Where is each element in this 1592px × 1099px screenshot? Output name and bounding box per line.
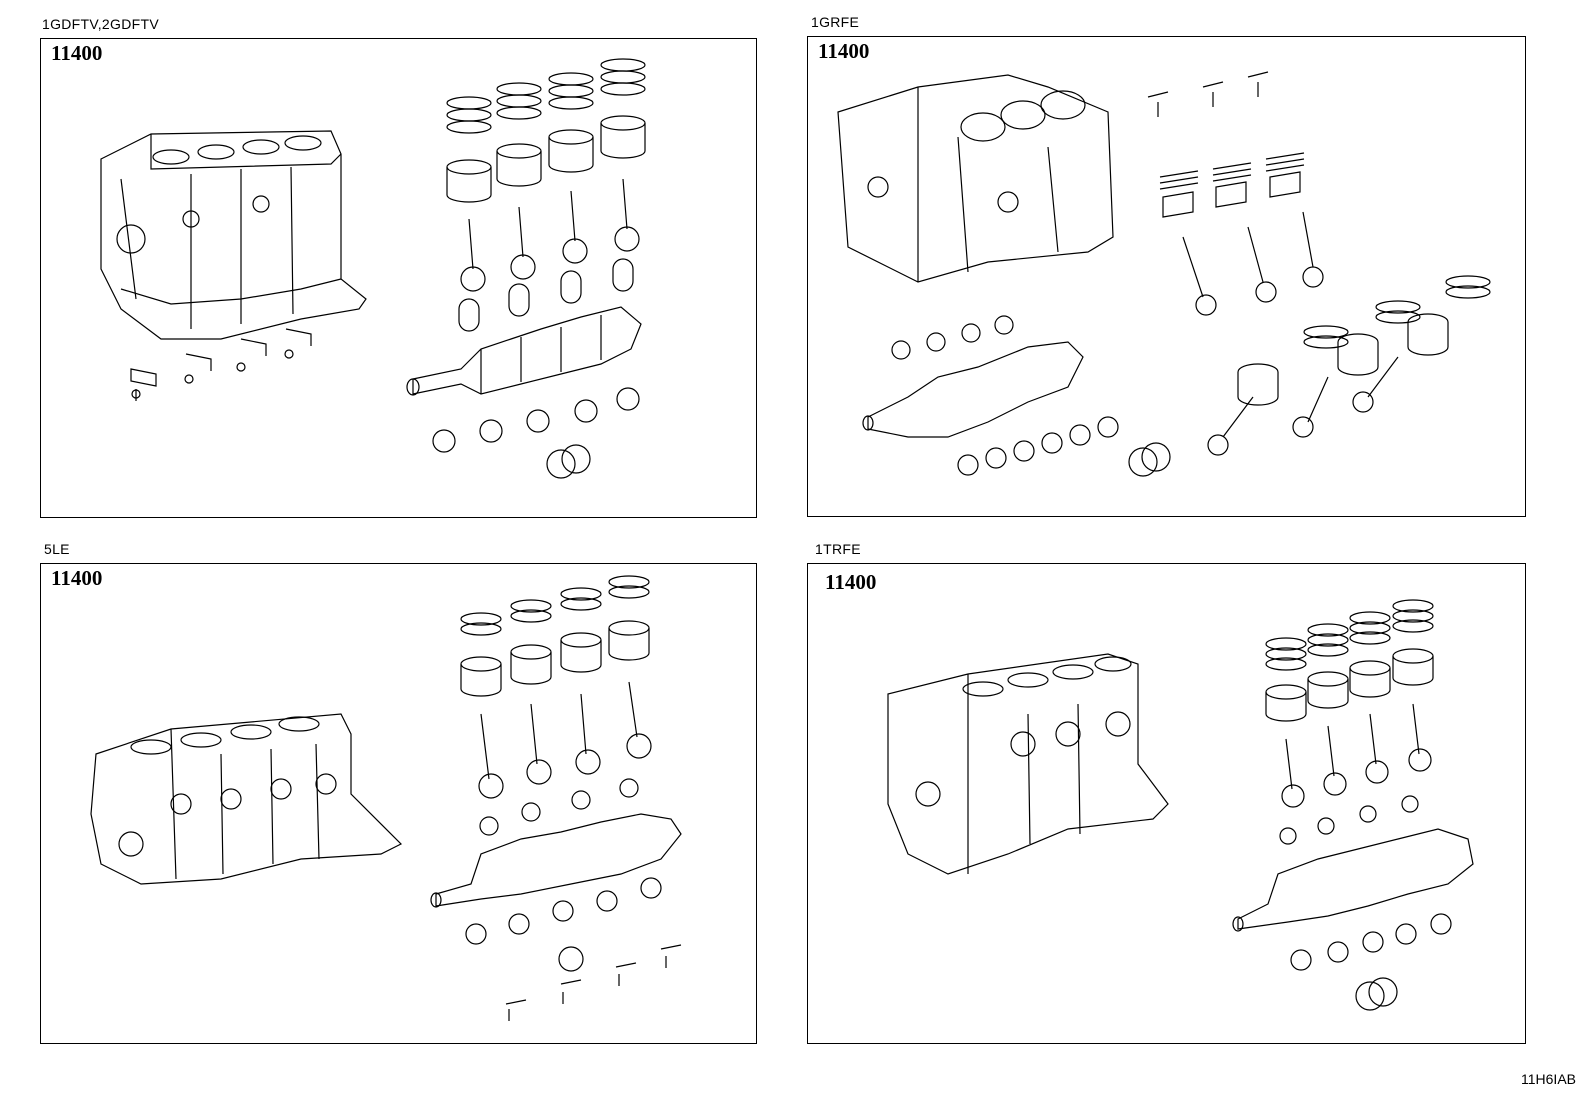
short-block-illustration — [808, 37, 1527, 518]
crankshaft-icon — [1233, 829, 1473, 931]
bearing-icon — [1280, 796, 1418, 844]
bearing-icon — [480, 779, 638, 835]
engine-label: 1GDFTV,2GDFTV — [42, 16, 159, 32]
part-number: 11400 — [818, 39, 870, 63]
short-block-illustration — [41, 39, 758, 519]
parts-panel-1grfe: 11400 — [807, 36, 1526, 517]
bolt-icon — [506, 945, 681, 1021]
crankshaft-icon — [431, 814, 681, 907]
connecting-rod-icon — [1183, 212, 1398, 455]
part-number: 11400 — [825, 570, 877, 594]
crankshaft-icon — [407, 307, 641, 395]
piston-icon — [447, 116, 645, 202]
piston-ring-icon — [461, 576, 649, 635]
bolt-icon — [1148, 72, 1268, 117]
part-number: 11400 — [51, 566, 103, 590]
connecting-rod-icon — [1282, 704, 1431, 807]
connecting-rod-icon — [479, 682, 651, 798]
cylinder-block-icon — [101, 131, 366, 339]
engine-label: 1GRFE — [811, 14, 860, 30]
part-number: 11400 — [51, 41, 103, 65]
bearing-icon — [459, 259, 633, 331]
engine-label: 5LE — [44, 541, 70, 557]
engine-label: 1TRFE — [815, 541, 861, 557]
bearing-icon — [892, 316, 1170, 476]
bolt-icon — [131, 329, 311, 401]
short-block-illustration — [808, 564, 1527, 1045]
piston-ring-icon — [1160, 153, 1490, 348]
piston-icon — [461, 621, 649, 696]
parts-panel-1gdftv: 11400 — [40, 38, 757, 518]
drawing-code: 11H6IAB — [1521, 1071, 1576, 1087]
piston-ring-icon — [447, 59, 645, 133]
parts-panel-5le: 11400 — [40, 563, 757, 1044]
main-bearing-icon — [466, 878, 661, 971]
piston-ring-icon — [1266, 600, 1433, 670]
cylinder-block-icon — [888, 654, 1168, 874]
parts-panel-1trfe: 11400 — [807, 563, 1526, 1044]
main-bearing-icon — [433, 388, 639, 478]
crankshaft-icon — [863, 342, 1083, 437]
piston-icon — [1266, 649, 1433, 721]
short-block-illustration — [41, 564, 758, 1045]
piston-icon — [1163, 172, 1448, 405]
connecting-rod-icon — [461, 179, 639, 291]
main-bearing-icon — [1291, 914, 1451, 1010]
cylinder-block-icon — [838, 75, 1113, 282]
cylinder-block-icon — [91, 714, 401, 884]
